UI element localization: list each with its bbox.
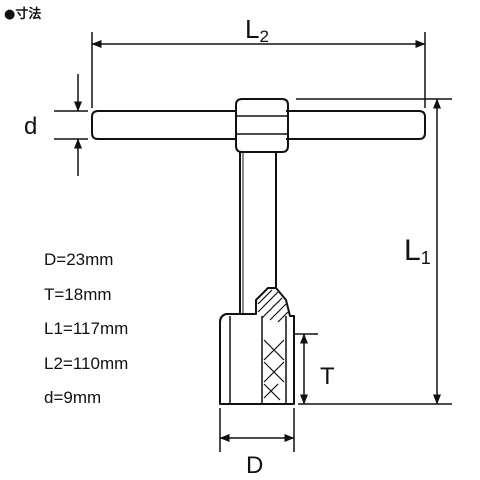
spec-item: L2=110mm [44,353,129,373]
spec-item: d=9mm [44,388,102,407]
d-small-label: d [24,113,37,140]
center-hub [235,98,289,153]
t-label: T [320,363,335,390]
handle-right [286,110,426,140]
spec-item: T=18mm [44,284,112,304]
spec-list: D=23mm T=18mm L1=117mm L2=110mm d=9mm [44,246,128,419]
handle-left [91,110,236,140]
section-hatch [257,289,289,401]
section-heading: ●寸法 [4,7,42,22]
d-big-label: D [246,452,263,479]
spec-item: D=23mm [44,250,114,269]
socket-body [219,287,295,405]
spec-item: L1=117mm [44,319,129,338]
l2-label: L2 [245,14,269,46]
l1-label: L1 [404,234,431,268]
